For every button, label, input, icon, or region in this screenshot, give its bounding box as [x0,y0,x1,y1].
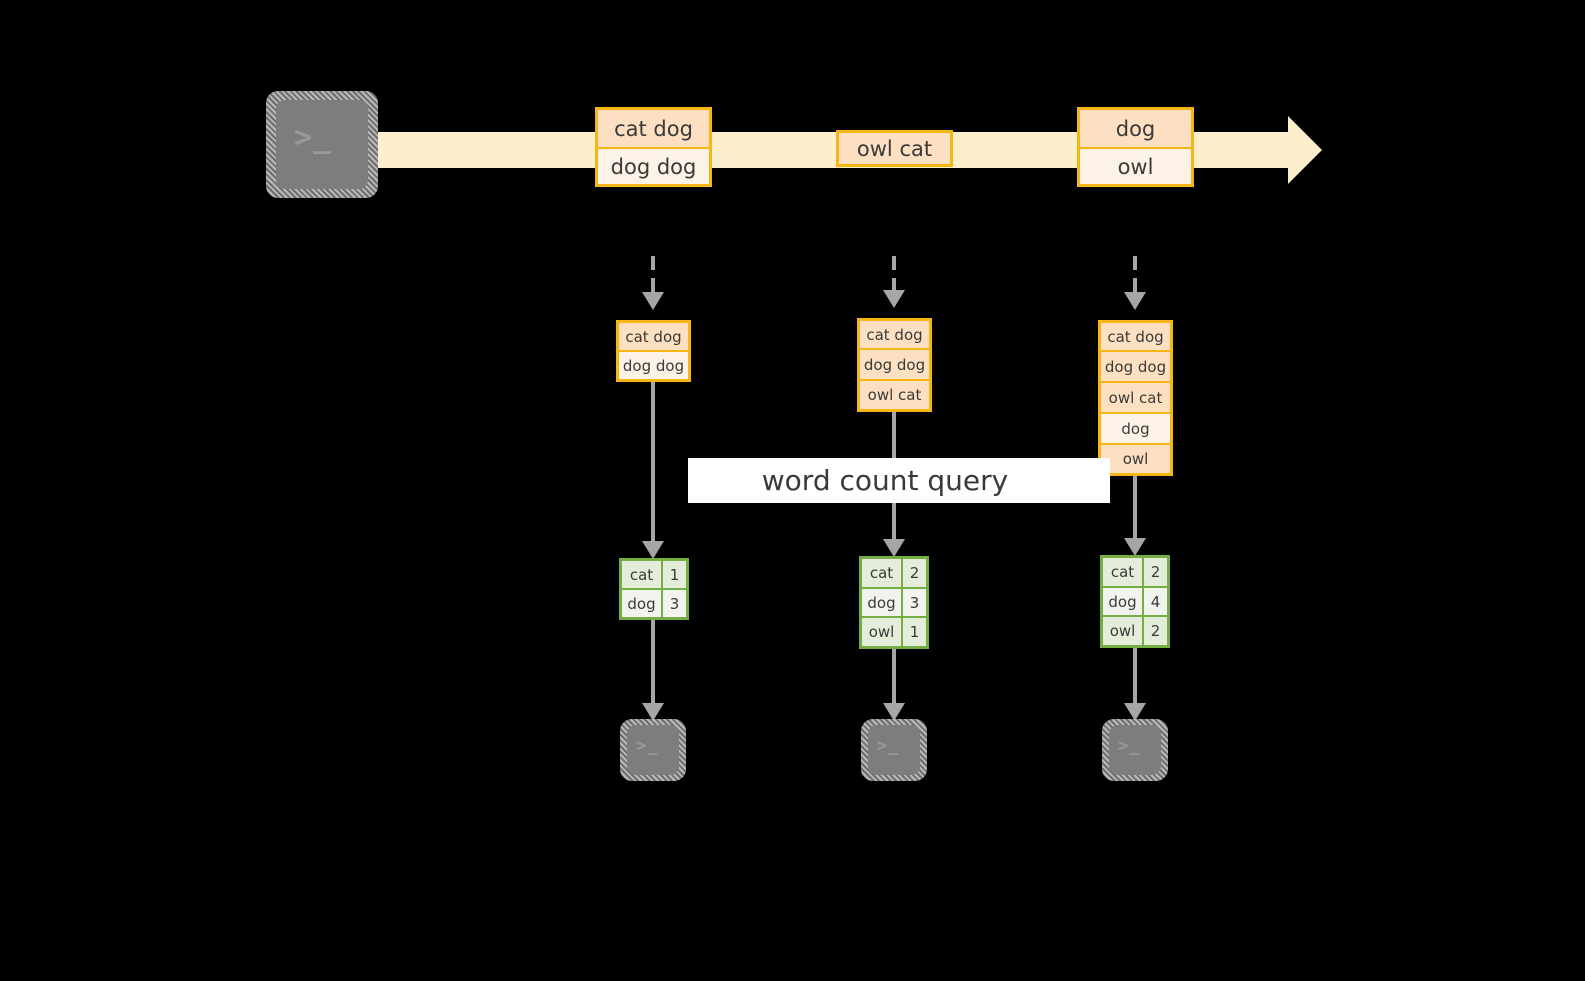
result-count: 4 [1144,587,1167,616]
result-word: cat [862,559,903,587]
snapshot1-sink-terminal-icon: >_ [620,719,686,781]
snapshot2-inbound-arrow-head-icon [883,290,905,308]
snapshot3-inbound-arrow-head-icon [1124,292,1146,310]
table-row: cat 1 [622,561,686,590]
snapshot3-query-arrow-head-icon [1124,538,1146,556]
terminal-body [627,725,679,775]
table-row: dog 3 [862,588,926,619]
terminal-prompt-glyph: >_ [636,736,659,756]
snapshot2-sink-arrow-head-icon [883,703,905,721]
snapshot3-input-record-4: dog [1098,413,1173,444]
snapshot3-result-table: cat 2 dog 4 owl 2 [1100,555,1170,648]
snapshot2-input-record-3: owl cat [857,380,932,412]
snapshot2-inbound-dashed-line [892,256,896,292]
snapshot3-input-record-2: dog dog [1098,351,1173,382]
result-word: dog [1103,587,1144,616]
snapshot1-sink-line [651,620,655,708]
table-row: owl 1 [862,618,926,647]
snapshot2-input-record-1: cat dog [857,318,932,349]
table-row: cat 2 [862,559,926,589]
table-row: dog 4 [1103,587,1167,618]
snapshot3-sink-terminal-icon: >_ [1102,719,1168,781]
snapshot2-input-record-2: dog dog [857,349,932,380]
stream-record-b1r1: cat dog [595,107,712,148]
result-count: 1 [903,618,926,647]
snapshot1-inbound-arrow-head-icon [642,292,664,310]
terminal-prompt-glyph: >_ [877,736,900,756]
snapshot3-query-line [1133,476,1137,543]
result-word: owl [862,618,903,647]
snapshot2-sink-line [892,649,896,708]
query-label: word count query [761,464,1009,497]
result-word: owl [1103,617,1144,646]
snapshot2-query-arrow-head-icon [883,539,905,557]
terminal-body [1109,725,1161,775]
terminal-body [868,725,920,775]
result-count: 2 [1144,617,1167,646]
table-row: cat 2 [1103,558,1167,588]
stream-record-b1r2: dog dog [595,148,712,187]
snapshot3-sink-line [1133,648,1137,708]
result-count: 3 [903,588,926,617]
snapshot1-result-table: cat 1 dog 3 [619,558,689,620]
result-count: 2 [903,559,926,587]
snapshot3-inbound-dashed-line [1133,256,1137,294]
result-word: dog [862,588,903,617]
stream-record-b3r1: dog [1077,107,1194,148]
result-count: 3 [663,590,686,617]
table-row: dog 3 [622,590,686,617]
snapshot3-input-record-3: owl cat [1098,382,1173,413]
snapshot3-input-record-1: cat dog [1098,320,1173,351]
stream-record-b3r2: owl [1077,148,1194,187]
result-word: dog [622,590,663,617]
stream-arrow-head-icon [1288,116,1322,184]
snapshot1-query-arrow-head-icon [642,541,664,559]
snapshot1-input-record-2: dog dog [616,351,691,382]
query-label-band: word count query [688,458,1110,503]
snapshot1-inbound-dashed-line [651,256,655,294]
snapshot3-sink-arrow-head-icon [1124,703,1146,721]
source-terminal-icon: >_ [266,91,378,198]
result-count: 2 [1144,558,1167,586]
snapshot1-query-line [651,382,655,547]
snapshot2-sink-terminal-icon: >_ [861,719,927,781]
snapshot2-result-table: cat 2 dog 3 owl 1 [859,556,929,649]
terminal-prompt-glyph: >_ [1118,736,1141,756]
snapshot1-sink-arrow-head-icon [642,703,664,721]
stream-record-b2r1: owl cat [836,130,953,167]
terminal-body [276,100,368,189]
terminal-prompt-glyph: >_ [294,120,333,155]
snapshot1-input-record-1: cat dog [616,320,691,351]
result-word: cat [1103,558,1144,586]
result-word: cat [622,561,663,588]
result-count: 1 [663,561,686,588]
table-row: owl 2 [1103,617,1167,646]
